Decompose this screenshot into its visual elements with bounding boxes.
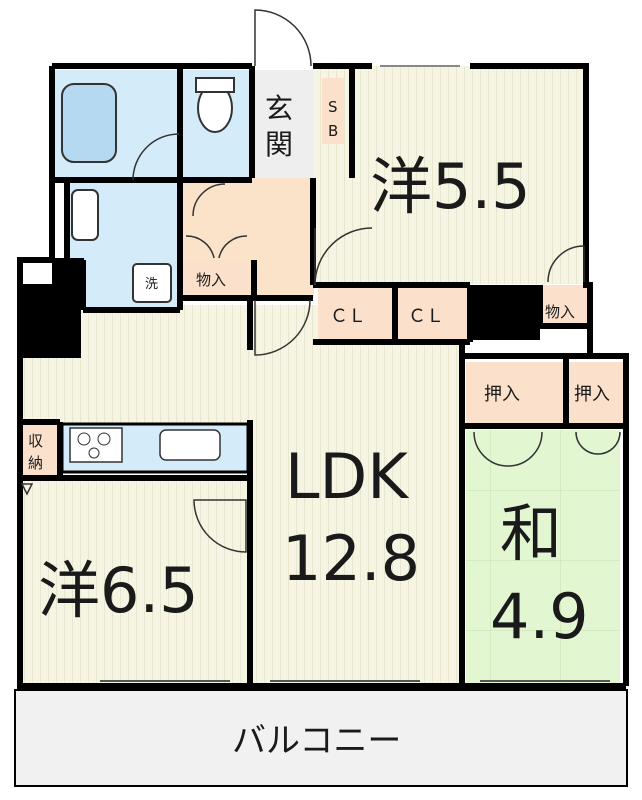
storage-right-label: 物入 [545,303,575,321]
western-room-top-floor [313,66,583,284]
western-room-left-floor [20,478,248,683]
storage-hall-label: 物入 [196,271,226,289]
genkan-floor [254,70,314,178]
closet-2-floor [397,287,469,340]
western-room-left-kanji: 洋 [38,554,100,627]
shoe-box-floor [322,78,344,144]
washer-label: 洗 [145,277,158,292]
shoe-box-label-1: S [328,98,338,116]
japanese-room-floor [466,430,620,683]
oshiire-2-floor [569,362,624,424]
western-room-top-kanji: 洋 [370,150,432,223]
windows [100,65,610,682]
genkan-label-1: 玄 [265,92,293,125]
stove-icon [69,427,123,463]
shoe-box-label-2: B [328,122,338,140]
western-room-left-size: 6.5 [100,554,199,627]
oshiire-label-1: 押入 [484,384,520,405]
western-room-top-size: 5.5 [432,150,531,223]
closet-label-1: ＣＬ [330,306,366,327]
genkan-label-2: 関 [265,128,293,161]
oshiire-label-2: 押入 [574,384,610,405]
ldk-floor [248,305,462,683]
storage-hall-floor [183,260,248,297]
japanese-room-size: 4.9 [490,580,589,653]
structural-column-mid [470,285,540,340]
shuno-label-2: 納 [28,454,43,472]
shuno-label-1: 収 [28,432,43,450]
balcony-label: バルコニー [232,721,401,761]
japanese-room-kanji: 和 [500,497,562,570]
oshiire-1-floor [466,362,564,424]
structural-column-left [17,284,81,358]
toilet-tank-icon [195,77,235,93]
closet-1-floor [318,287,392,340]
washer-icon [132,263,172,303]
burner-icon [77,432,91,446]
bathtub-icon [61,83,117,163]
sink-icon [159,429,221,461]
door-swings [20,9,621,553]
shuno-floor [22,424,60,478]
wash-basin-icon [71,189,99,241]
storage-right-floor [540,285,588,325]
balcony-floor [14,689,628,787]
closet-label-2: ＣＬ [408,306,444,327]
burner-icon [88,447,100,459]
burner-icon [97,432,111,446]
structural-column-wash [52,258,84,286]
ldk-name: LDK [285,440,409,513]
ldk-size: 12.8 [282,522,420,595]
